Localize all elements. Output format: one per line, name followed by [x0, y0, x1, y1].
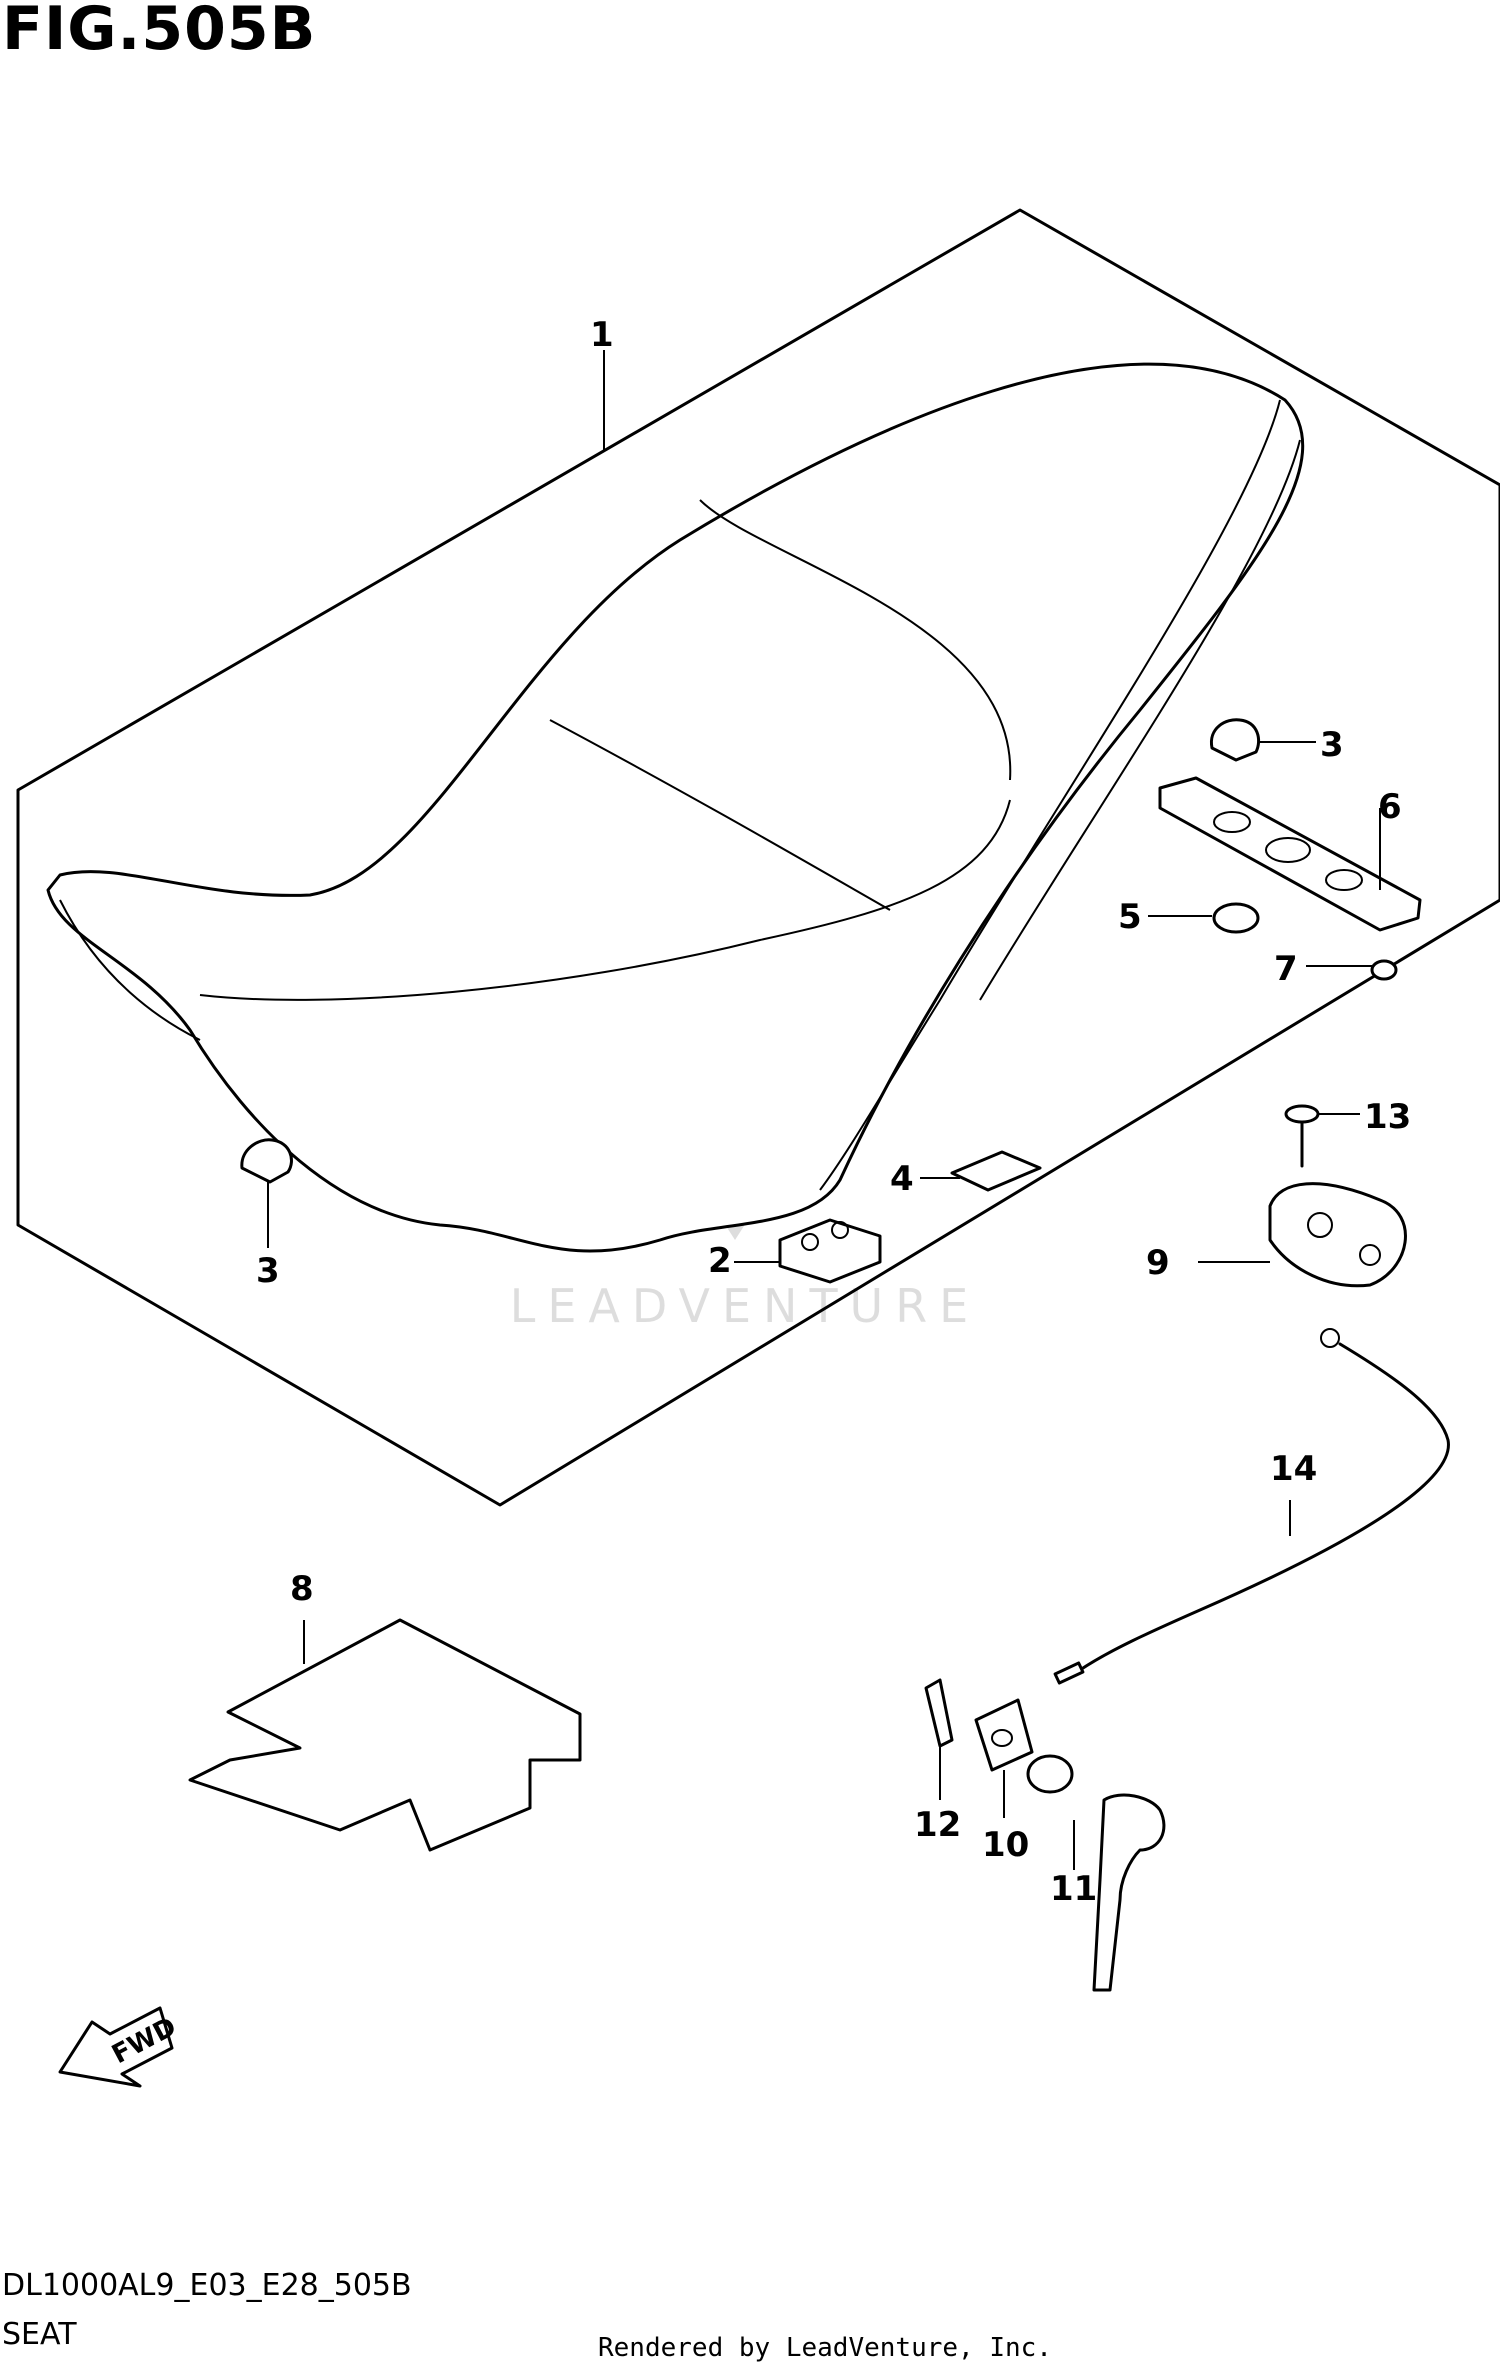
- callout-13[interactable]: 13: [1364, 1097, 1411, 1137]
- damper-part-2[interactable]: [734, 1218, 882, 1284]
- grommet-part-3-right[interactable]: [1209, 718, 1316, 762]
- plate-part-10[interactable]: [974, 1698, 1034, 1818]
- callout-7[interactable]: 7: [1274, 949, 1298, 989]
- callout-8[interactable]: 8: [290, 1569, 314, 1609]
- callout-9[interactable]: 9: [1146, 1243, 1170, 1283]
- latch-part-9[interactable]: [1198, 1182, 1407, 1288]
- callout-2[interactable]: 2: [708, 1241, 732, 1281]
- callout-11[interactable]: 11: [1050, 1869, 1097, 1909]
- callout-3-right[interactable]: 3: [1320, 725, 1344, 765]
- callout-10[interactable]: 10: [982, 1825, 1029, 1865]
- assembly-box: [16, 208, 1500, 1507]
- section-name: SEAT: [2, 2317, 77, 2352]
- nut-part-5[interactable]: [1148, 902, 1260, 934]
- grommet-part-3-left[interactable]: [240, 1138, 293, 1248]
- watermark-text: LEADVENTURE: [510, 1279, 981, 1333]
- clip-part-12[interactable]: [924, 1678, 954, 1800]
- callout-5[interactable]: 5: [1118, 897, 1142, 937]
- model-code: DL1000AL9_E03_E28_505B: [2, 2268, 412, 2303]
- rendered-by-credit: Rendered by LeadVenture, Inc.: [598, 2333, 1052, 2363]
- screw-part-13[interactable]: [1284, 1104, 1360, 1168]
- callout-4[interactable]: 4: [890, 1159, 914, 1199]
- fwd-arrow: FWD: [58, 2006, 181, 2088]
- label-part-4[interactable]: [920, 1150, 1042, 1192]
- callout-14[interactable]: 14: [1270, 1449, 1317, 1489]
- bracket-part-6[interactable]: [1158, 776, 1422, 932]
- plate-part-8[interactable]: [188, 1618, 582, 1852]
- lock-key-part-11[interactable]: [1026, 1754, 1166, 1992]
- cable-part-14[interactable]: [1053, 1328, 1450, 1685]
- callout-12[interactable]: 12: [914, 1805, 961, 1845]
- nut-part-7[interactable]: [1306, 959, 1398, 981]
- callout-6[interactable]: 6: [1378, 787, 1402, 827]
- seat-part-1[interactable]: [46, 362, 1305, 1253]
- callout-3-left[interactable]: 3: [256, 1251, 280, 1291]
- figure-title: FIG.505B: [2, 0, 317, 64]
- callout-1[interactable]: 1: [590, 315, 614, 355]
